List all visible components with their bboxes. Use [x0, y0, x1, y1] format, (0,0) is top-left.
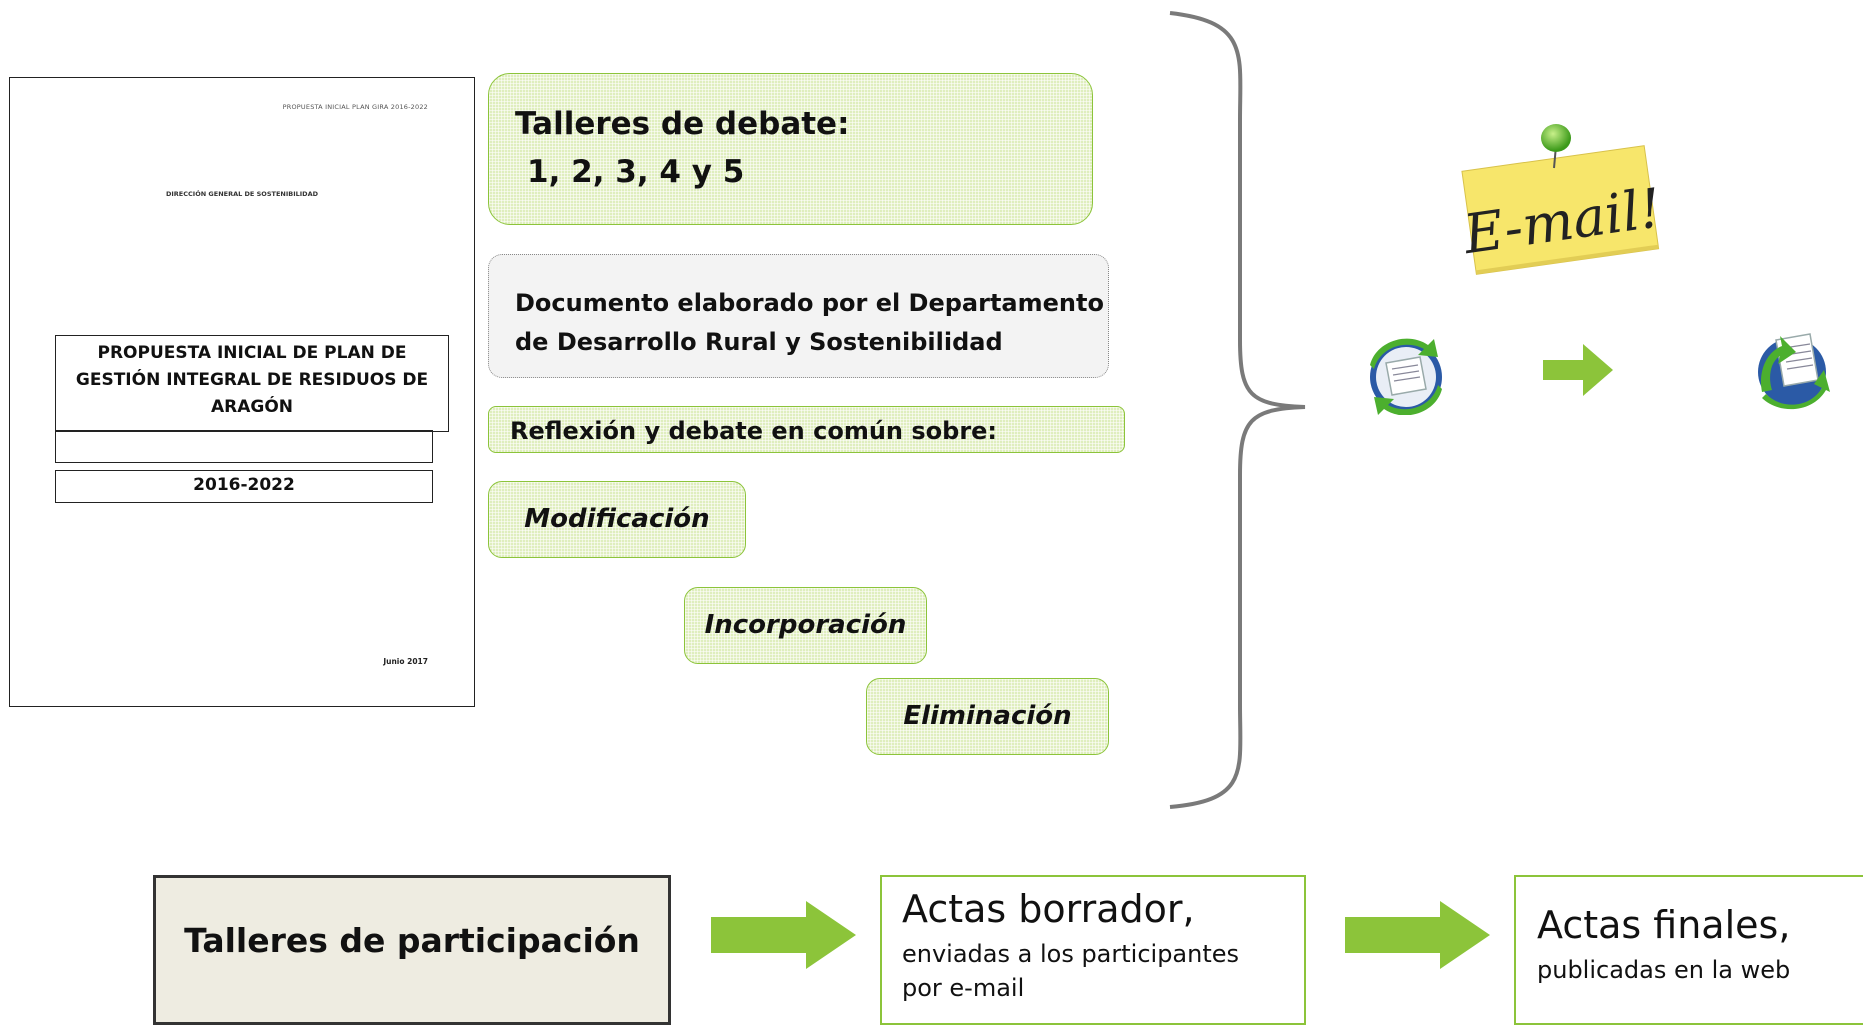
- right-arrow-icon: [711, 901, 856, 969]
- documento-elaborado-line1: Documento elaborado por el Departamento: [515, 289, 1104, 317]
- talleres-participacion-box: Talleres de participación: [153, 875, 671, 1025]
- actas-borrador-line1: enviadas a los participantes: [902, 940, 1240, 968]
- actas-borrador-box: Actas borrador, enviadas a los participa…: [880, 875, 1306, 1025]
- right-arrow-icon: [1345, 901, 1490, 969]
- document-header: PROPUESTA INICIAL PLAN GIRA 2016-2022: [282, 103, 428, 111]
- reflexion-box: Reflexión y debate en común sobre:: [488, 406, 1125, 453]
- recycle-document-icon: [1758, 333, 1830, 410]
- talleres-debate-box: Talleres de debate: 1, 2, 3, 4 y 5: [488, 73, 1093, 225]
- recycle-document-icon: [1370, 338, 1442, 415]
- actas-finales-sub: publicadas en la web: [1537, 956, 1791, 984]
- document-blank-field: [55, 430, 433, 463]
- documento-elaborado-box: Documento elaborado por el Departamento …: [488, 254, 1109, 378]
- actas-borrador-line2: por e-mail: [902, 974, 1025, 1002]
- document-date: Junio 2017: [383, 657, 428, 666]
- actas-finales-box: Actas finales, publicadas en la web: [1514, 875, 1863, 1025]
- eliminacion-box: Eliminación: [866, 678, 1109, 755]
- document-cover: PROPUESTA INICIAL PLAN GIRA 2016-2022 DI…: [9, 77, 475, 707]
- right-arrow-icon: [1543, 344, 1613, 396]
- email-sticky-note-icon: E-mail!: [1459, 124, 1665, 275]
- actas-borrador-title: Actas borrador,: [902, 887, 1195, 931]
- curly-brace: [1169, 11, 1306, 809]
- document-period: 2016-2022: [55, 470, 433, 503]
- document-department: DIRECCIÓN GENERAL DE SOSTENIBILIDAD: [165, 190, 319, 198]
- modificacion-box: Modificación: [488, 481, 746, 558]
- talleres-debate-title: Talleres de debate:: [515, 106, 850, 142]
- documento-elaborado-line2: de Desarrollo Rural y Sostenibilidad: [515, 328, 1003, 356]
- document-title: PROPUESTA INICIAL DE PLAN DE GESTIÓN INT…: [55, 335, 449, 432]
- incorporacion-box: Incorporación: [684, 587, 927, 664]
- actas-finales-title: Actas finales,: [1537, 903, 1791, 947]
- talleres-debate-numbers: 1, 2, 3, 4 y 5: [527, 154, 745, 190]
